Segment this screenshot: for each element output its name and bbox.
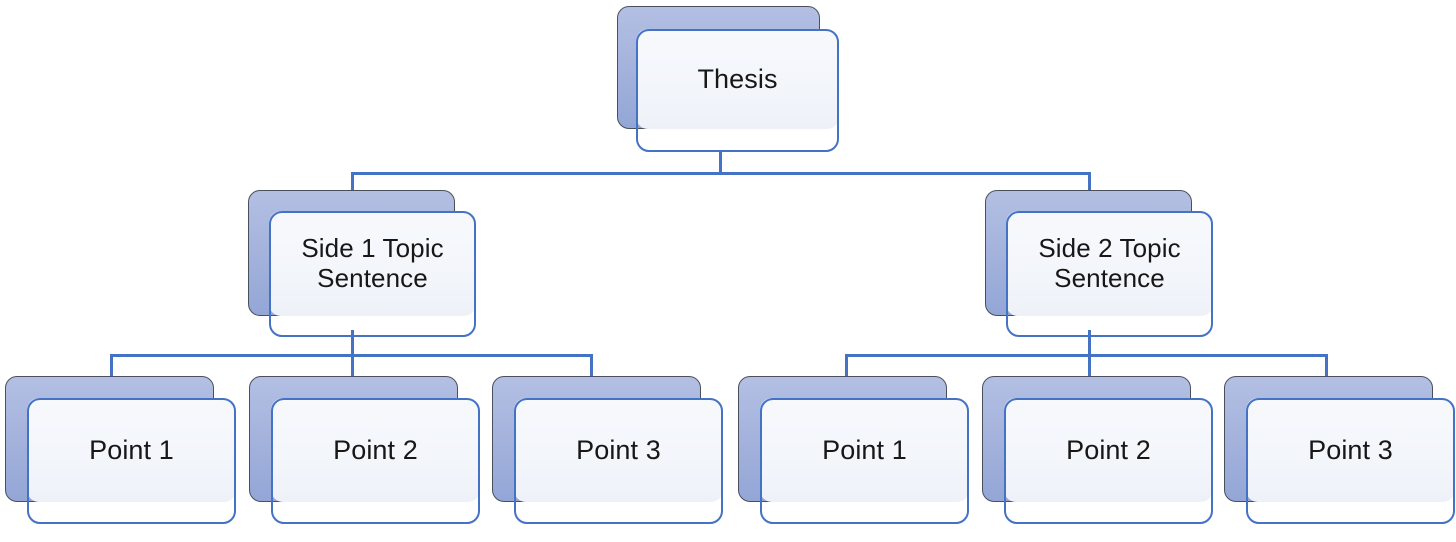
node-side1-point1[interactable]: Point 1 xyxy=(5,376,236,524)
node-side1-point2-fill-plate xyxy=(271,398,480,502)
node-side1-point3[interactable]: Point 3 xyxy=(492,376,723,524)
connector-thesis-stem xyxy=(719,150,722,174)
node-side1-topic-outline xyxy=(269,211,476,337)
node-thesis-fill-plate xyxy=(636,29,839,129)
connector-drop-side2-point3 xyxy=(1325,354,1328,376)
node-side2-point1-fill-plate xyxy=(760,398,969,502)
node-side2-point3-outline xyxy=(1246,398,1455,524)
connector-level1-bus xyxy=(351,172,1091,175)
connector-drop-side1-point1 xyxy=(110,354,113,376)
connector-drop-side2-point1 xyxy=(845,354,848,376)
node-side2-point2[interactable]: Point 2 xyxy=(982,376,1213,524)
connector-drop-side1 xyxy=(351,172,354,192)
node-side1-point1-fill-plate xyxy=(27,398,236,502)
connector-side1-stem xyxy=(351,330,354,356)
node-side1-point2-outline xyxy=(271,398,480,524)
node-side2-topic-fill-plate xyxy=(1006,211,1213,316)
node-side2-point2-fill-plate xyxy=(1004,398,1213,502)
connector-side2-bus xyxy=(845,354,1328,357)
node-side1-topic[interactable]: Side 1 Topic Sentence xyxy=(248,190,476,337)
node-thesis-outline xyxy=(636,29,839,152)
connector-drop-side2 xyxy=(1088,172,1091,192)
node-side2-point3[interactable]: Point 3 xyxy=(1224,376,1455,524)
node-side1-point3-fill-plate xyxy=(514,398,723,502)
connector-side2-stem xyxy=(1088,330,1091,356)
node-side2-topic-outline xyxy=(1006,211,1213,337)
connector-drop-side2-point2 xyxy=(1088,354,1091,376)
node-side2-point1[interactable]: Point 1 xyxy=(738,376,969,524)
node-side1-point2[interactable]: Point 2 xyxy=(249,376,480,524)
node-side1-point1-outline xyxy=(27,398,236,524)
connector-drop-side1-point2 xyxy=(351,354,354,376)
node-side2-point1-outline xyxy=(760,398,969,524)
node-side2-topic[interactable]: Side 2 Topic Sentence xyxy=(985,190,1213,337)
node-side1-topic-fill-plate xyxy=(269,211,476,316)
node-side2-point2-outline xyxy=(1004,398,1213,524)
node-thesis[interactable]: Thesis xyxy=(617,6,839,152)
node-side1-point3-outline xyxy=(514,398,723,524)
node-side2-point3-fill-plate xyxy=(1246,398,1455,502)
connector-drop-side1-point3 xyxy=(590,354,593,376)
